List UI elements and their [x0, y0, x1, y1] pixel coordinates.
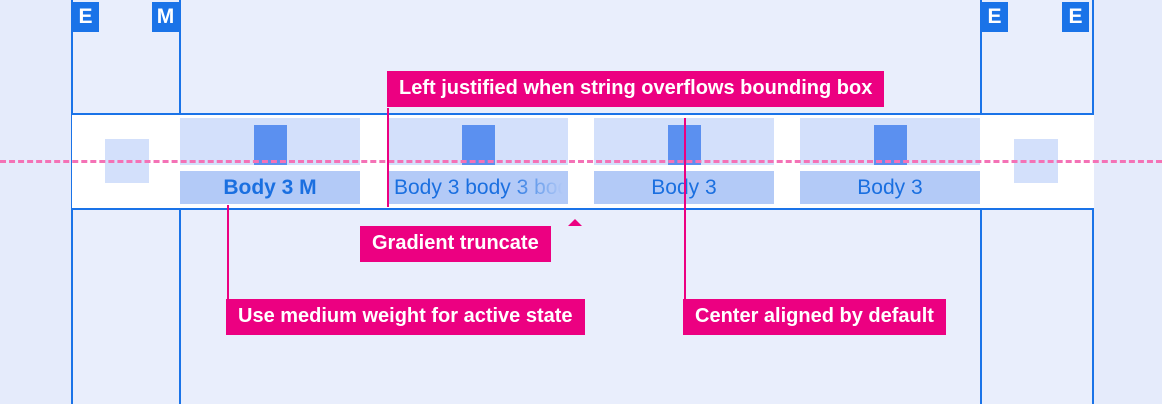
- background-band-right: [1092, 0, 1162, 404]
- background-band-left: [0, 0, 72, 404]
- tab-item-label: Body 3 M: [223, 176, 317, 199]
- tab-item-label: Body 3 body 3 body 3: [394, 176, 568, 199]
- leader-line-center-aligned: [684, 118, 686, 299]
- tab-icon-area: [388, 118, 568, 165]
- tab-icon-area: [180, 118, 360, 165]
- spacing-badge-m: M: [152, 2, 179, 32]
- tab-item-1[interactable]: Body 3 M: [180, 118, 360, 204]
- tab-item-4[interactable]: Body 3: [800, 118, 980, 204]
- callout-arrow-icon: [568, 219, 582, 226]
- spacing-badge-e-right-outer: E: [1062, 2, 1089, 32]
- annotation-medium-weight: Use medium weight for active state: [226, 299, 585, 335]
- leader-line-left-justified: [387, 108, 389, 207]
- tab-glyph-icon: [874, 125, 907, 165]
- tab-item-label: Body 3: [857, 176, 923, 199]
- annotation-gradient-truncate: Gradient truncate: [360, 219, 582, 262]
- tab-label-bar: Body 3: [800, 171, 980, 204]
- tab-icon-area: [800, 118, 980, 165]
- tab-glyph-icon: [462, 125, 495, 165]
- annotation-left-justified: Left justified when string overflows bou…: [387, 71, 885, 107]
- tab-label-bar: Body 3 body 3 body 3: [388, 171, 568, 204]
- annotation-center-aligned: Center aligned by default: [683, 299, 946, 335]
- leader-line-medium-weight: [227, 205, 229, 299]
- spacing-badge-e-left: E: [72, 2, 99, 32]
- spacing-badge-e-right-inner: E: [981, 2, 1008, 32]
- tab-glyph-icon: [254, 125, 287, 165]
- tab-label-bar: Body 3 M: [180, 171, 360, 204]
- baseline-guide: [0, 160, 1162, 163]
- tab-item-label: Body 3: [651, 176, 717, 199]
- annotation-gradient-truncate-label: Gradient truncate: [372, 232, 539, 254]
